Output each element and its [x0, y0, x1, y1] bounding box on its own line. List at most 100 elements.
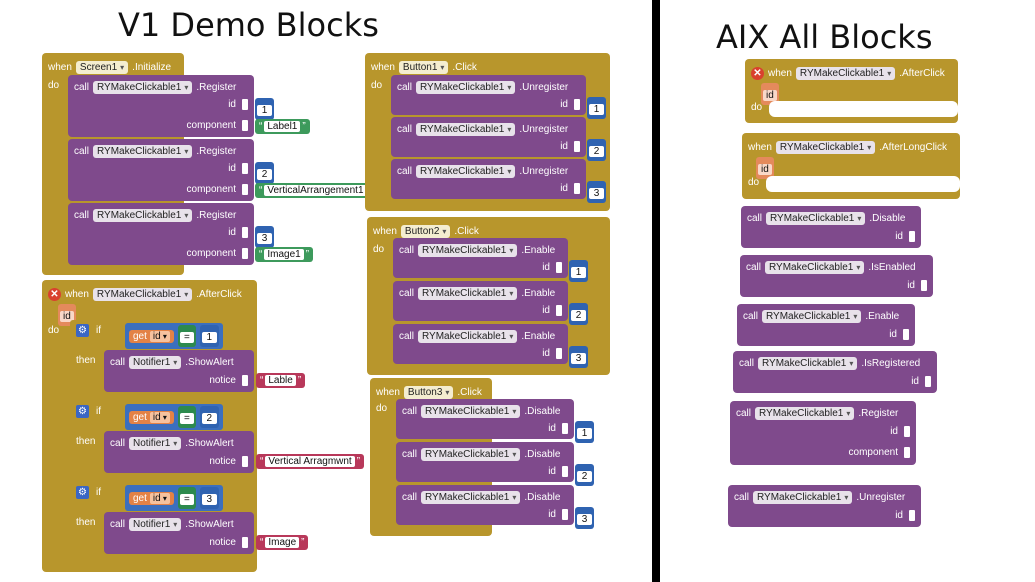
number-block[interactable]: 3 [587, 181, 606, 203]
extension-dropdown[interactable]: RYMakeClickable1 [416, 122, 516, 136]
component-block[interactable]: VerticalArrangement1 [255, 183, 376, 198]
extension-dropdown[interactable]: RYMakeClickable1 [93, 80, 193, 94]
do-keyword: do [48, 325, 60, 336]
extension-dropdown[interactable]: RYMakeClickable1 [758, 356, 858, 370]
extension-dropdown[interactable]: RYMakeClickable1 [762, 309, 862, 323]
number-block[interactable]: 1 [255, 98, 274, 120]
extension-dropdown[interactable]: RYMakeClickable1 [753, 490, 853, 504]
method-name: .Register [858, 407, 899, 419]
extension-dropdown[interactable]: RYMakeClickable1 [93, 208, 193, 222]
extension-dropdown[interactable]: RYMakeClickable1 [755, 406, 855, 420]
id-param: id [560, 141, 568, 152]
number-block[interactable]: 2 [255, 162, 274, 184]
extension-dropdown[interactable]: RYMakeClickable1 [766, 211, 866, 225]
extension-dropdown[interactable]: RYMakeClickable1 [418, 329, 518, 343]
number-block[interactable]: 1 [569, 260, 588, 282]
method-name: .Disable [524, 491, 561, 503]
notifier-dropdown[interactable]: Notifier1 [129, 355, 182, 369]
method-name: .ShowAlert [185, 518, 234, 530]
call-keyword: call [402, 491, 418, 503]
call-keyword: call [743, 310, 759, 322]
do-slot[interactable] [769, 101, 958, 117]
equals-operator[interactable]: = [179, 413, 194, 424]
extension-dropdown[interactable]: RYMakeClickable1 [421, 447, 521, 461]
number-block[interactable]: 3 [569, 346, 588, 368]
id-param: id [542, 348, 550, 359]
notice-text-block[interactable]: Vertical Arragmwnt [256, 454, 365, 469]
notifier-dropdown[interactable]: Notifier1 [129, 517, 182, 531]
component-dropdown[interactable]: Button1 [398, 60, 449, 74]
id-param: id [895, 510, 903, 521]
event-param[interactable]: id [761, 83, 779, 105]
extension-dropdown[interactable]: RYMakeClickable1 [92, 287, 193, 301]
number-block[interactable]: 1 [575, 421, 594, 443]
variable-dropdown[interactable]: id [149, 492, 170, 504]
extension-dropdown[interactable]: RYMakeClickable1 [416, 164, 516, 178]
when-keyword: when [373, 225, 397, 237]
variable-dropdown[interactable]: id [149, 330, 170, 342]
variable-dropdown[interactable]: id [149, 411, 170, 423]
extension-dropdown[interactable]: RYMakeClickable1 [418, 243, 518, 257]
notifier-dropdown[interactable]: Notifier1 [129, 436, 182, 450]
call-keyword: call [397, 165, 413, 177]
extension-dropdown[interactable]: RYMakeClickable1 [93, 144, 193, 158]
component-dropdown[interactable]: Screen1 [75, 60, 129, 74]
event-param[interactable]: id [756, 157, 774, 179]
number-block[interactable]: 3 [575, 507, 594, 529]
equals-operator[interactable]: = [179, 332, 194, 343]
notice-text-block[interactable]: Image [256, 535, 309, 550]
number-block[interactable]: 2 [587, 139, 606, 161]
extension-dropdown[interactable]: RYMakeClickable1 [418, 286, 518, 300]
do-slot[interactable] [766, 176, 960, 192]
number-block[interactable]: 1 [587, 97, 606, 119]
number-block[interactable]: 2 [569, 303, 588, 325]
gear-icon[interactable]: ⚙ [76, 324, 89, 337]
call-keyword: call [402, 405, 418, 417]
component-block[interactable]: Label1 [255, 119, 310, 134]
equals-operator[interactable]: = [179, 494, 194, 505]
extension-dropdown[interactable]: RYMakeClickable1 [421, 404, 521, 418]
component-dropdown[interactable]: Button3 [403, 385, 454, 399]
gear-icon[interactable]: ⚙ [76, 405, 89, 418]
number-block[interactable]: 2 [575, 464, 594, 486]
component-dropdown[interactable]: Button2 [400, 224, 451, 238]
extension-dropdown[interactable]: RYMakeClickable1 [416, 80, 516, 94]
gear-icon[interactable]: ⚙ [76, 486, 89, 499]
notice-text-block[interactable]: Lable [256, 373, 306, 388]
error-icon[interactable]: ✕ [751, 66, 764, 80]
extension-dropdown[interactable]: RYMakeClickable1 [765, 260, 865, 274]
error-icon[interactable]: ✕ [48, 287, 61, 301]
extension-dropdown[interactable]: RYMakeClickable1 [775, 140, 876, 154]
extension-dropdown[interactable]: RYMakeClickable1 [795, 66, 896, 80]
extension-dropdown[interactable]: RYMakeClickable1 [421, 490, 521, 504]
component-block[interactable]: Image1 [255, 247, 314, 262]
id-param: id [228, 163, 236, 174]
number-block[interactable]: 3 [255, 226, 274, 248]
